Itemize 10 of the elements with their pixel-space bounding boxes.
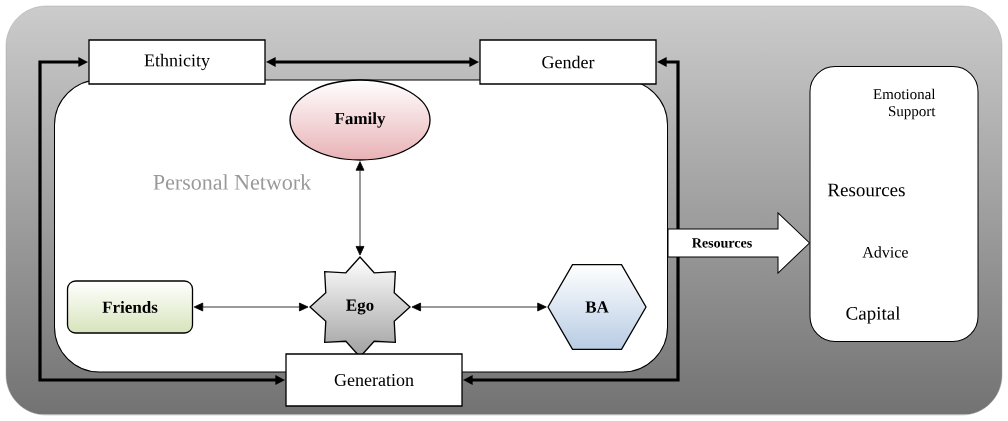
outcome-box: Emotional Support Resources Advice Capital — [809, 66, 979, 342]
friends-box: Friends — [66, 280, 194, 334]
factor-box: Generation — [285, 353, 463, 407]
arrow — [411, 302, 547, 312]
arrow — [193, 302, 309, 312]
block-arrow — [667, 212, 810, 274]
factor-box: Gender — [479, 39, 657, 85]
factor-box: Ethnicity — [88, 39, 266, 85]
edge-label: Resources — [692, 238, 752, 248]
arrow — [355, 161, 365, 256]
